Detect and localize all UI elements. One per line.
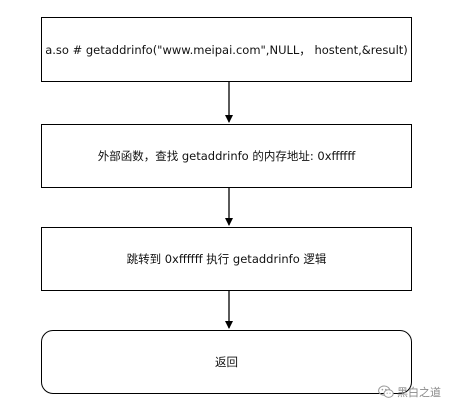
terminal-text-return: 返回 xyxy=(215,355,238,369)
terminal-box-return: 返回 xyxy=(41,330,412,394)
watermark-text: 黑白之道 xyxy=(397,386,441,399)
wechat-icon xyxy=(378,385,394,398)
watermark: 黑白之道 xyxy=(378,384,441,400)
process-text-call-getaddrinfo: a.so # getaddrinfo("www.meipai.com",NULL… xyxy=(45,42,408,57)
process-text-lookup-address: 外部函数，查找 getaddrinfo 的内存地址: 0xffffff xyxy=(97,149,356,163)
process-box-call-getaddrinfo: a.so # getaddrinfo("www.meipai.com",NULL… xyxy=(41,17,412,82)
process-box-lookup-address: 外部函数，查找 getaddrinfo 的内存地址: 0xffffff xyxy=(41,124,412,188)
process-text-jump-execute: 跳转到 0xffffff 执行 getaddrinfo 逻辑 xyxy=(126,252,327,266)
process-box-jump-execute: 跳转到 0xffffff 执行 getaddrinfo 逻辑 xyxy=(41,227,412,291)
